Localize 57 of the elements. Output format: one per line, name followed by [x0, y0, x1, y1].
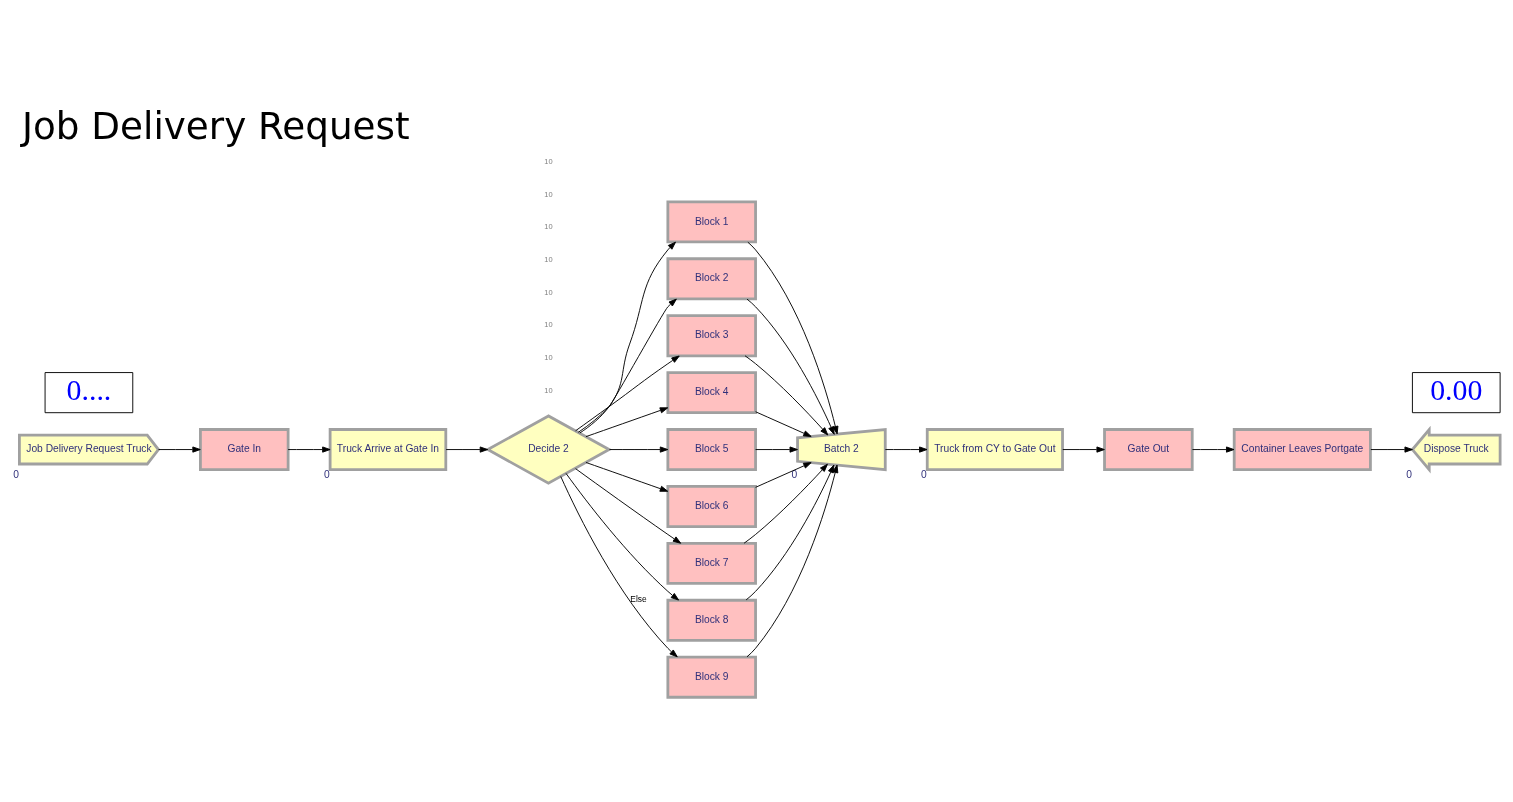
arrow: [884, 445, 928, 453]
arrow: [743, 463, 828, 544]
label: 10: [544, 189, 553, 199]
node-diamond: Decide 2: [484, 413, 612, 485]
arrow: [565, 472, 680, 601]
node-label: 0: [921, 468, 927, 480]
arrow: [744, 354, 829, 435]
node-label: 0: [1406, 468, 1412, 480]
node-label: 0: [791, 468, 798, 480]
arrow: [609, 445, 669, 453]
node-box: Container Leaves Portgate: [1232, 427, 1372, 471]
node-box: Block 6: [666, 484, 757, 528]
edge-label: Else: [630, 593, 647, 604]
arrow: [755, 461, 812, 488]
arrow: [575, 355, 680, 431]
label: 10: [544, 287, 553, 297]
arrow: [746, 464, 839, 657]
label: 10: [544, 319, 553, 329]
arrow: [1192, 445, 1235, 453]
arrow: [560, 475, 678, 657]
arrow: [585, 406, 669, 437]
label: 10: [544, 156, 553, 166]
arrow: [585, 461, 669, 492]
node-box: Block 2: [666, 256, 757, 300]
node-box: Block 3: [666, 313, 757, 357]
node-box: Gate In: [199, 427, 290, 471]
node-box: 0....: [44, 371, 134, 413]
arrow: [445, 445, 489, 453]
arrow: [579, 241, 676, 433]
arrow: [577, 298, 677, 433]
label: 10: [544, 385, 553, 395]
label: 10: [544, 221, 553, 231]
node-box: Truck Arrive at Gate In: [328, 427, 448, 471]
node-box: Block 8: [666, 598, 757, 642]
node-box: Truck from CY to Gate Out: [925, 427, 1064, 471]
arrow: [755, 445, 798, 453]
node-box: Block 5: [666, 427, 757, 471]
node-box: 0.00: [1411, 371, 1501, 413]
label: 10: [544, 254, 553, 264]
arrow: [1370, 445, 1413, 453]
arrow: [1062, 445, 1105, 453]
arrow: [575, 467, 682, 544]
node-label: 0: [13, 468, 19, 480]
diagram-title: Job Delivery Request: [21, 103, 410, 148]
arrow: [747, 241, 839, 434]
node-label: 0: [323, 468, 330, 480]
node-box: Block 1: [666, 199, 757, 243]
node-box: Block 4: [666, 370, 757, 414]
node-box: Block 9: [666, 655, 757, 699]
arrow: [287, 445, 331, 453]
arrow: [745, 464, 835, 600]
arrow: [755, 410, 812, 437]
node-box: Block 7: [666, 541, 757, 585]
label: 10: [544, 352, 553, 362]
arrow: [158, 445, 201, 453]
node-box: Gate Out: [1103, 427, 1194, 471]
arrow: [746, 298, 835, 435]
